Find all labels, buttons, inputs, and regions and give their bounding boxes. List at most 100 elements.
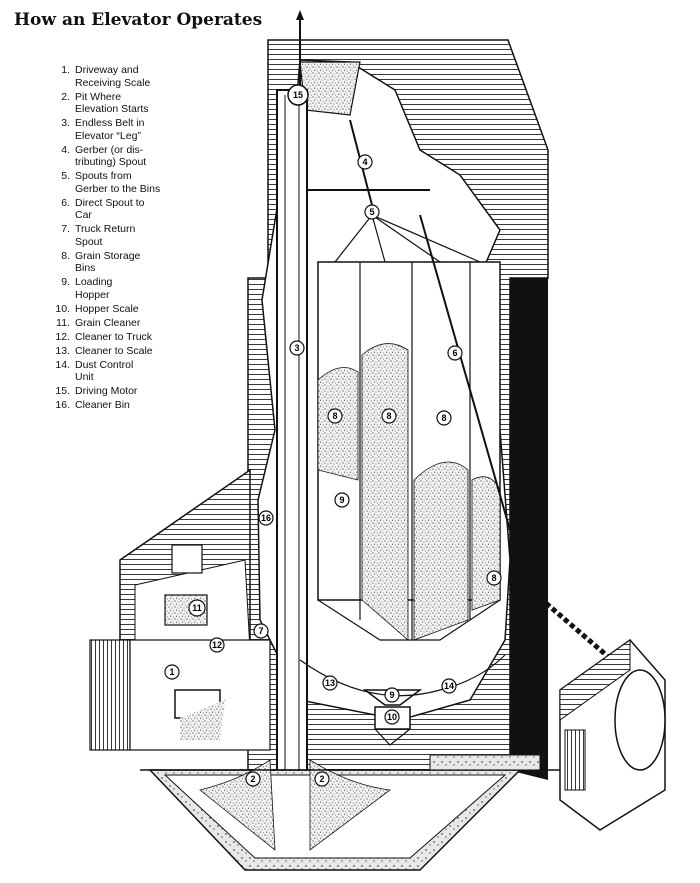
- svg-text:14: 14: [444, 681, 454, 691]
- legend-text: Driveway and Receiving Scale: [75, 64, 151, 89]
- elevator-pit: [148, 759, 522, 871]
- legend-text: Cleaner Bin: [75, 399, 130, 411]
- callout-2: 2: [314, 771, 330, 787]
- svg-text:2: 2: [319, 774, 324, 784]
- svg-text:11: 11: [192, 603, 202, 613]
- loading-hopper: [299, 654, 506, 746]
- legend-text: Endless Belt in Elevator “Leg”: [75, 117, 145, 142]
- svg-text:7: 7: [258, 626, 263, 636]
- legend-number: 9.: [61, 276, 70, 288]
- svg-text:6: 6: [452, 348, 457, 358]
- callout-15: 15: [287, 84, 309, 106]
- callout-10: 10: [384, 709, 400, 725]
- left-annex: [119, 468, 251, 656]
- legend-item: 1. Driveway and Receiving Scale: [38, 64, 188, 89]
- callout-8: 8: [436, 410, 452, 426]
- legend-item: 13. Cleaner to Scale: [38, 345, 188, 358]
- callout-8: 8: [327, 408, 343, 424]
- legend-text: Spouts from Gerber to the Bins: [75, 170, 161, 195]
- svg-text:8: 8: [491, 573, 496, 583]
- storage-bins: [317, 261, 501, 641]
- legend-text: Cleaner to Truck: [75, 330, 153, 343]
- legend-number: 14.: [55, 358, 70, 371]
- svg-text:10: 10: [387, 712, 397, 722]
- legend-item: 15.Driving Motor: [38, 385, 188, 398]
- rail-car: [538, 596, 666, 831]
- legend-item: 5. Spouts from Gerber to the Bins: [38, 170, 188, 195]
- callout-6: 6: [447, 345, 463, 361]
- callout-1: 1: [164, 664, 180, 680]
- legend-item: 2. Pit Where Elevation Starts: [38, 91, 188, 116]
- legend-item: 9. Loading Hopper: [38, 276, 188, 301]
- svg-text:8: 8: [386, 411, 391, 421]
- callout-2: 2: [245, 771, 261, 787]
- bin-spouts: [300, 119, 531, 601]
- legend-text: Dust Control Unit: [75, 358, 134, 384]
- legend-text: Grain Storage Bins: [75, 249, 141, 275]
- callout-14: 14: [441, 678, 457, 694]
- legend-text: Direct Spout to Car: [75, 196, 145, 222]
- svg-text:9: 9: [389, 690, 394, 700]
- legend-item: 4. Gerber (or dis- tributing) Spout: [38, 144, 188, 169]
- svg-text:4: 4: [362, 157, 367, 167]
- legend-number: 11.: [56, 316, 70, 329]
- ground-line: [140, 754, 560, 771]
- svg-text:3: 3: [294, 343, 299, 353]
- legend-number: 15.: [55, 385, 70, 397]
- callout-8: 8: [486, 570, 502, 586]
- legend-number: 12.: [55, 330, 70, 343]
- legend-text: Pit Where Elevation Starts: [75, 90, 149, 116]
- legend: 1. Driveway and Receiving Scale 2. Pit Whe…: [38, 64, 188, 413]
- callout-4: 4: [357, 154, 373, 170]
- legend-number: 16.: [55, 399, 70, 411]
- driveway-shed: [89, 639, 271, 751]
- callout-11: 11: [188, 599, 206, 617]
- legend-item: 3. Endless Belt in Elevator “Leg”: [38, 117, 188, 142]
- legend-number: 10.: [55, 302, 70, 315]
- legend-number: 13.: [55, 344, 70, 357]
- legend-number: 3.: [61, 117, 70, 129]
- svg-text:15: 15: [293, 90, 303, 100]
- legend-number: 1.: [61, 64, 70, 76]
- legend-text: Cleaner to Scale: [75, 344, 153, 357]
- svg-text:13: 13: [325, 678, 335, 688]
- legend-number: 7.: [61, 223, 70, 235]
- svg-text:16: 16: [261, 513, 271, 523]
- legend-item: 7. Truck Return Spout: [38, 223, 188, 248]
- legend-item: 11. Grain Cleaner: [38, 317, 188, 330]
- legend-number: 2.: [61, 90, 70, 103]
- callout-7: 7: [253, 623, 269, 639]
- legend-item: 10. Hopper Scale: [38, 303, 188, 316]
- svg-text:8: 8: [332, 411, 337, 421]
- callout-13: 13: [322, 675, 338, 691]
- legend-text: Gerber (or dis- tributing) Spout: [75, 143, 147, 169]
- legend-number: 4.: [61, 143, 70, 156]
- legend-item: 8.Grain Storage Bins: [38, 250, 188, 275]
- legend-item: 12. Cleaner to Truck: [38, 331, 188, 344]
- head-house: [299, 61, 361, 116]
- legend-text: Loading Hopper: [75, 276, 113, 301]
- svg-text:2: 2: [250, 774, 255, 784]
- legend-item: 16. Cleaner Bin: [38, 399, 188, 412]
- callout-5: 5: [364, 204, 380, 220]
- callout-9: 9: [384, 687, 400, 703]
- legend-text: Hopper Scale: [75, 302, 139, 315]
- svg-text:8: 8: [441, 413, 446, 423]
- callout-3: 3: [289, 340, 305, 356]
- legend-text: Truck Return Spout: [75, 223, 136, 248]
- legend-item: 6. Direct Spout to Car: [38, 197, 188, 222]
- legend-number: 6.: [61, 196, 70, 209]
- svg-text:9: 9: [339, 495, 344, 505]
- callout-9: 9: [334, 492, 350, 508]
- svg-text:5: 5: [369, 207, 374, 217]
- callout-16: 16: [258, 510, 274, 526]
- diagram-title: How an Elevator Operates: [14, 10, 263, 30]
- callout-8: 8: [381, 408, 397, 424]
- svg-text:12: 12: [212, 640, 222, 650]
- elevator-leg: [276, 10, 308, 851]
- callout-12: 12: [209, 637, 225, 653]
- legend-text: Grain Cleaner: [75, 316, 141, 329]
- svg-text:1: 1: [169, 667, 174, 677]
- legend-number: 5.: [61, 170, 70, 182]
